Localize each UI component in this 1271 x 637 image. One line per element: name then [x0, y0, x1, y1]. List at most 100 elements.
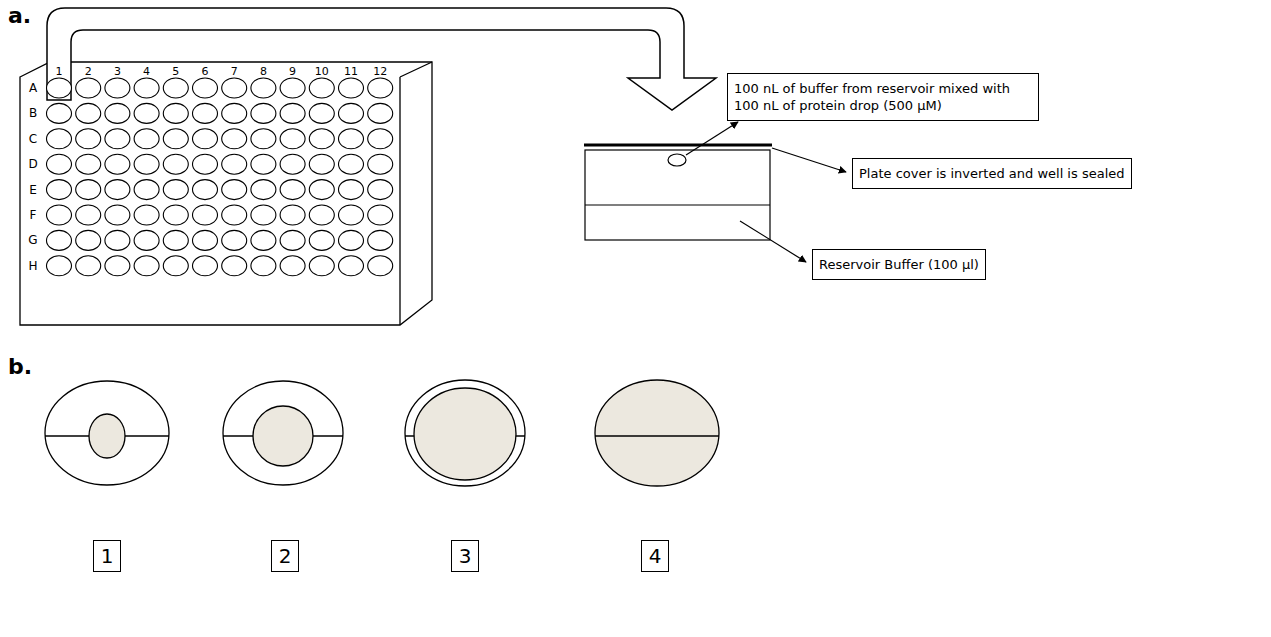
column-number: 5: [172, 66, 179, 77]
plate-well: [47, 256, 72, 276]
plate-well: [368, 154, 393, 174]
plate-well: [280, 180, 305, 200]
row-letter: E: [29, 184, 37, 196]
plate-well: [105, 230, 130, 250]
plate-well: [163, 78, 188, 98]
plate-well: [222, 154, 247, 174]
plate-well: [76, 205, 101, 225]
plate-well: [309, 205, 334, 225]
plate-well: [76, 256, 101, 276]
callout-number: 3: [451, 540, 480, 572]
plate-well: [309, 230, 334, 250]
plate-well: [222, 78, 247, 98]
column-number: 10: [315, 66, 329, 77]
plate-well: [163, 180, 188, 200]
callout-number: 2: [271, 540, 300, 572]
plate-well: [193, 205, 218, 225]
number-text: 4: [649, 544, 662, 568]
plate-well: [76, 180, 101, 200]
callout-text: Plate cover is inverted and well is seal…: [859, 165, 1125, 182]
plate-well: [163, 103, 188, 123]
row-letter: B: [29, 107, 37, 119]
well-plate: [20, 62, 432, 325]
plate-well: [193, 103, 218, 123]
plate-well: [339, 154, 364, 174]
plate-well: [339, 129, 364, 149]
plate-well: [76, 129, 101, 149]
plate-well: [193, 230, 218, 250]
plate-well: [163, 205, 188, 225]
plate-well: [280, 103, 305, 123]
plate-well: [47, 230, 72, 250]
callout-text: 100 nL of buffer from reservoir mixed wi…: [734, 80, 1032, 114]
plate-well: [368, 180, 393, 200]
row-letter: D: [28, 158, 37, 170]
plate-well: [368, 129, 393, 149]
plate-well: [134, 205, 159, 225]
column-number: 6: [202, 66, 209, 77]
leader-line: [772, 148, 846, 172]
callout-box: Plate cover is inverted and well is seal…: [852, 158, 1132, 189]
plate-well: [368, 205, 393, 225]
part-label: b.: [8, 356, 32, 378]
plate-well: [222, 230, 247, 250]
plate-well: [222, 103, 247, 123]
plate-well: [280, 78, 305, 98]
plate-well: [280, 129, 305, 149]
plate-well: [309, 129, 334, 149]
plate-well: [222, 205, 247, 225]
plate-well: [368, 256, 393, 276]
plate-well: [339, 78, 364, 98]
plate-well: [134, 154, 159, 174]
plate-well: [280, 205, 305, 225]
callout-box: Reservoir Buffer (100 µl): [812, 249, 986, 280]
column-number: 4: [143, 66, 150, 77]
plate-well: [105, 129, 130, 149]
number-text: 2: [279, 544, 292, 568]
plate-well: [368, 103, 393, 123]
plate-well: [368, 230, 393, 250]
plate-well: [280, 230, 305, 250]
drop-view: [223, 381, 343, 485]
drop-views: [45, 380, 719, 486]
plate-well: [163, 154, 188, 174]
well-side-view: [584, 145, 772, 240]
plate-well: [251, 78, 276, 98]
well-body: [585, 150, 770, 240]
leader-lines: [686, 122, 846, 262]
column-number: 12: [373, 66, 387, 77]
row-letter: G: [28, 234, 37, 246]
plate-outline: [20, 62, 432, 325]
column-number: 2: [85, 66, 92, 77]
plate-well: [309, 103, 334, 123]
row-letter: F: [30, 209, 37, 221]
plate-well: [105, 256, 130, 276]
plate-edge: [400, 62, 432, 325]
plate-well: [339, 103, 364, 123]
plate-well: [309, 180, 334, 200]
plate-well: [105, 180, 130, 200]
plate-cover: [584, 144, 772, 147]
plate-well: [222, 180, 247, 200]
plate-well: [134, 78, 159, 98]
plate-well: [251, 154, 276, 174]
plate-well: [76, 154, 101, 174]
plate-well: [339, 256, 364, 276]
row-letter: A: [29, 82, 37, 94]
plate-well: [193, 256, 218, 276]
plate-well: [339, 205, 364, 225]
plate-well: [163, 256, 188, 276]
plate-well: [309, 256, 334, 276]
plate-well: [47, 154, 72, 174]
plate-well: [280, 256, 305, 276]
transfer-arrow: [47, 8, 716, 110]
plate-well: [105, 205, 130, 225]
plate-well: [134, 256, 159, 276]
number-text: 3: [459, 544, 472, 568]
column-number: 8: [260, 66, 267, 77]
callout-text: Reservoir Buffer (100 µl): [819, 256, 979, 273]
callout-box: 100 nL of buffer from reservoir mixed wi…: [727, 73, 1039, 121]
plate-well: [193, 154, 218, 174]
plate-well: [47, 78, 72, 98]
